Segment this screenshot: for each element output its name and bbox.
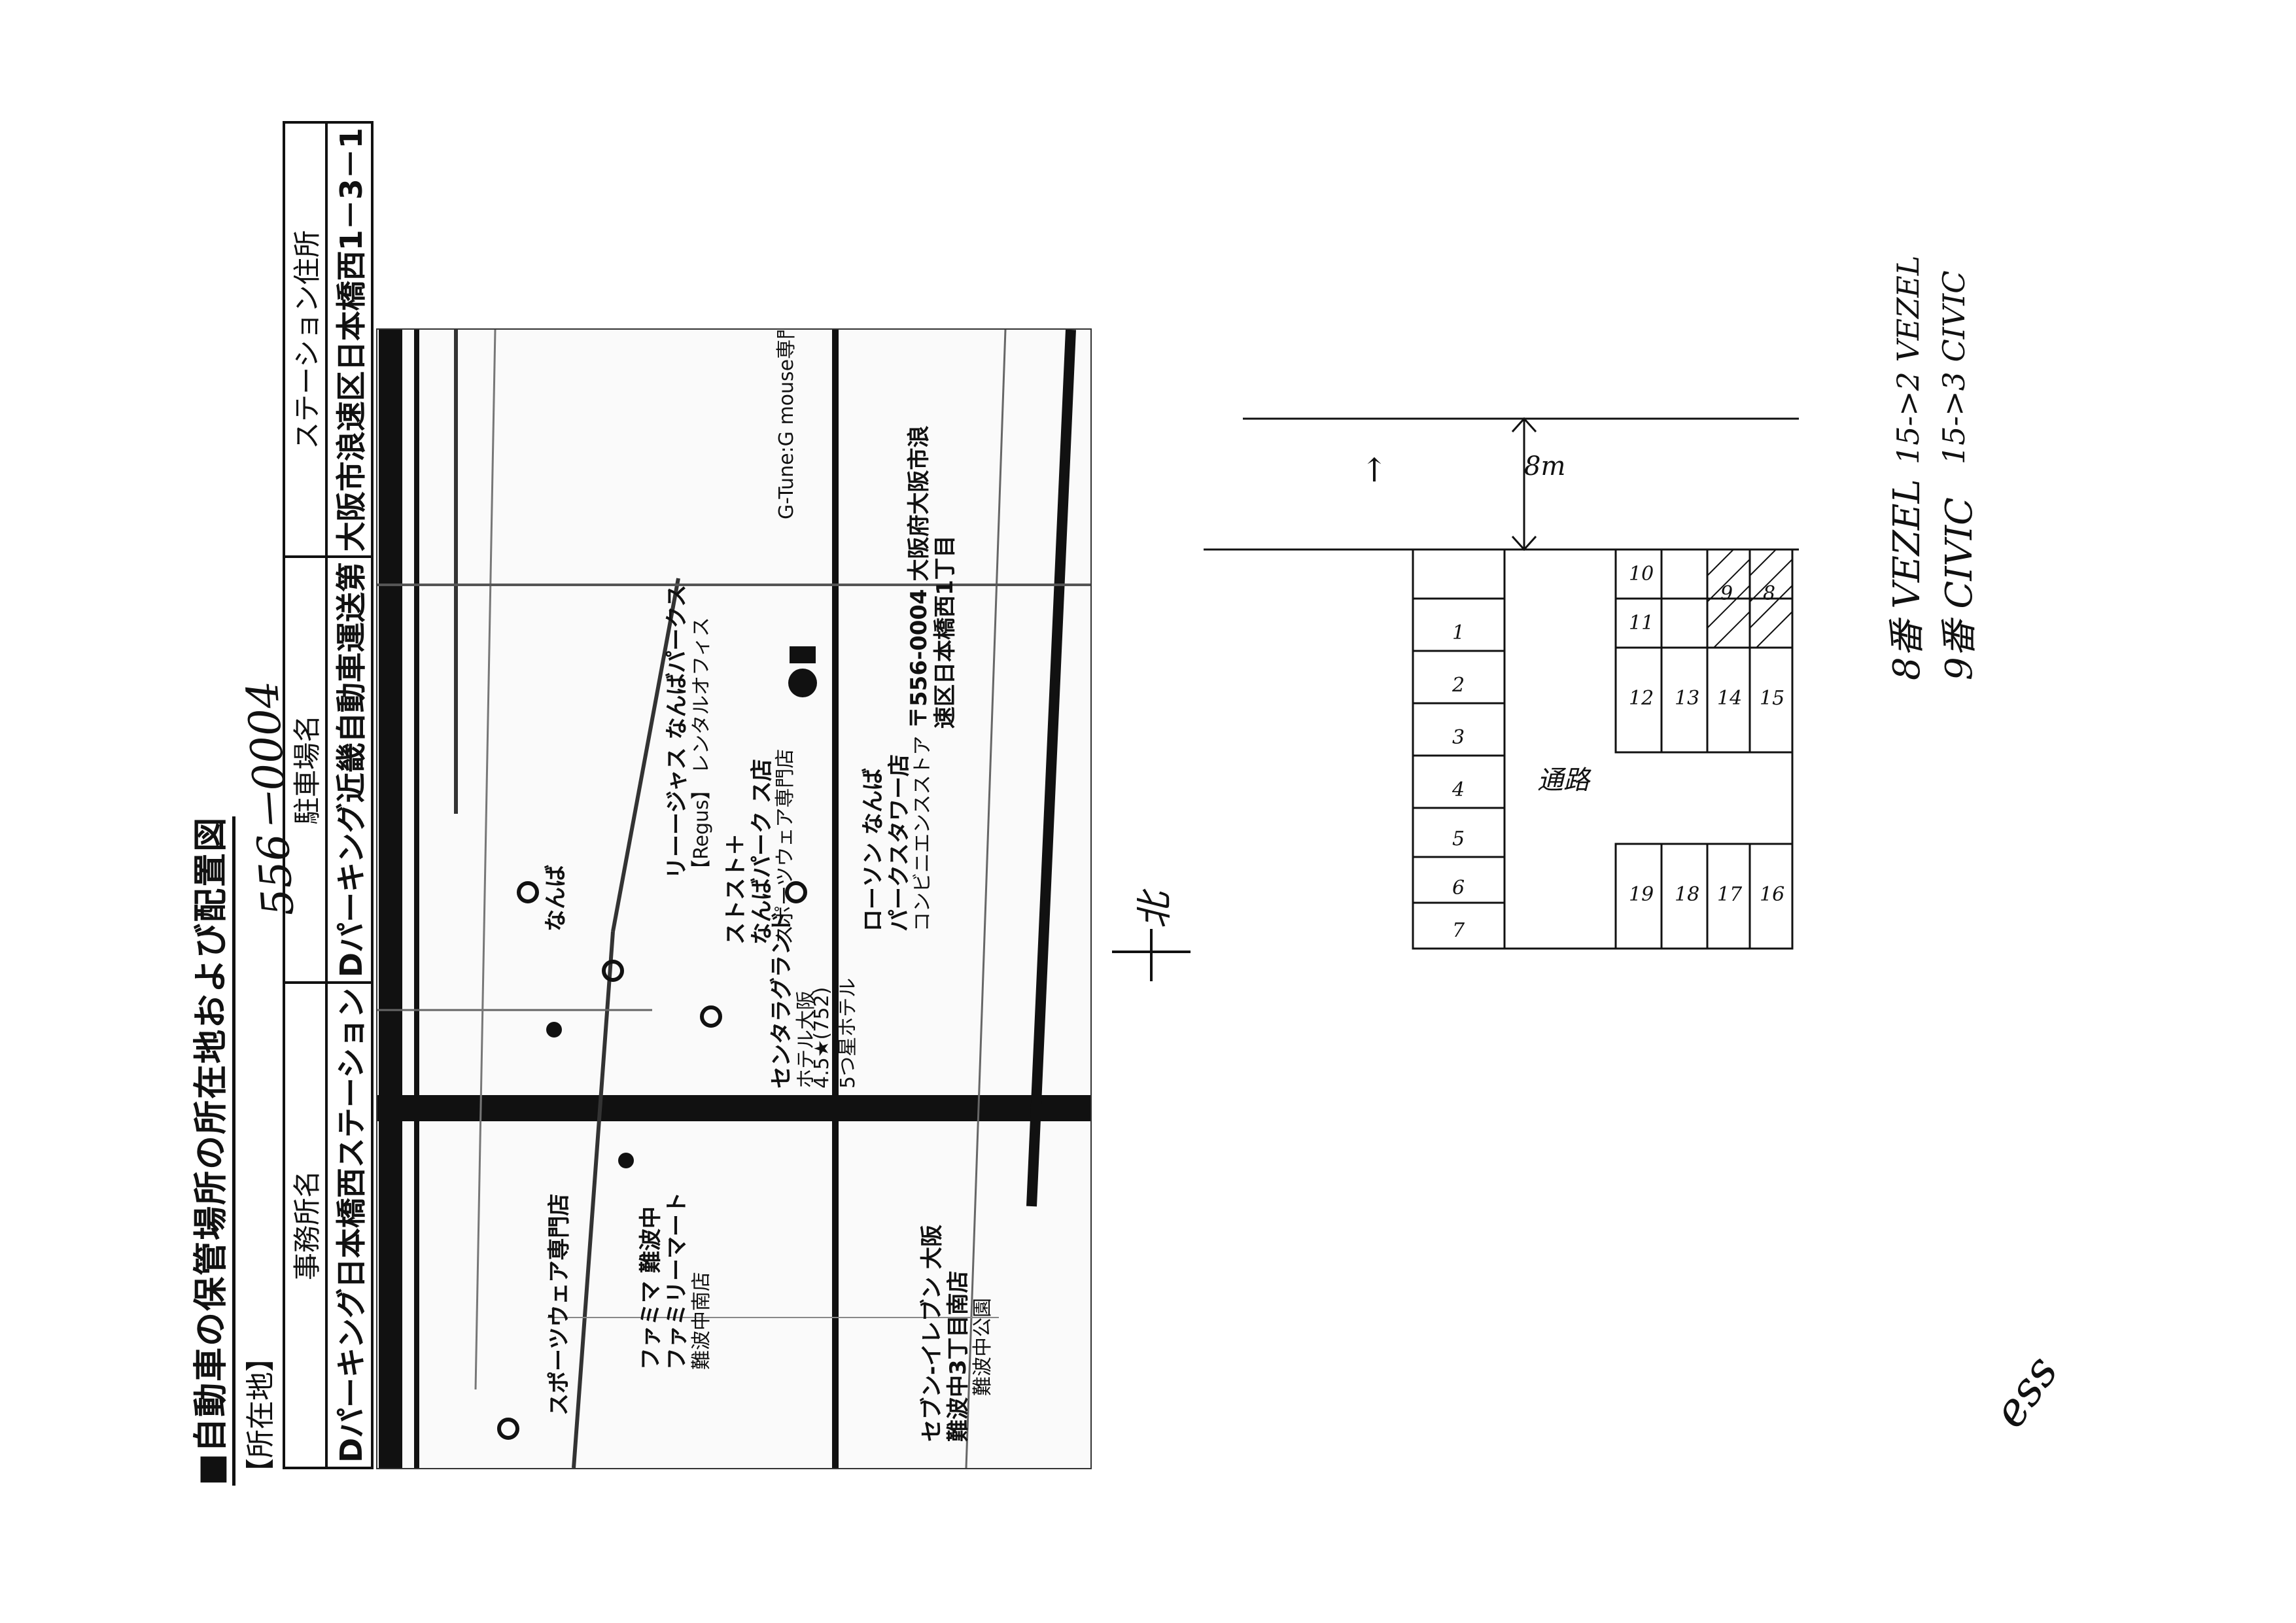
spot-18: 18 xyxy=(1675,883,1700,906)
note-civic: 9番 CIVIC xyxy=(1938,497,1981,680)
spot-4: 4 xyxy=(1452,778,1465,801)
spot-3: 3 xyxy=(1452,726,1465,749)
spot-7: 7 xyxy=(1452,919,1465,942)
note-15-to-3: 15->3 CIVIC xyxy=(1936,270,1972,464)
location-map: スポーツウェア専門店 なんば リーージャス なんばパークス 【Regus】 レン… xyxy=(376,328,1092,1469)
spot-8: 8 xyxy=(1763,582,1776,605)
spot-10: 10 xyxy=(1629,563,1654,585)
spot-6: 6 xyxy=(1452,877,1465,899)
spot-9: 9 xyxy=(1720,582,1733,605)
spot-16: 16 xyxy=(1760,883,1785,906)
spot-11: 11 xyxy=(1629,612,1654,635)
direction-arrow: ↑ xyxy=(1361,451,1388,489)
spot-12: 12 xyxy=(1629,687,1654,710)
spot-2: 2 xyxy=(1452,674,1465,697)
map-graphic xyxy=(377,330,1090,1468)
note-vezel: 8番 VEZEL xyxy=(1886,479,1928,680)
spot-5: 5 xyxy=(1452,828,1465,850)
note-15-to-2: 15->2 VEZEL xyxy=(1890,255,1926,464)
lot-center-label: 通路 xyxy=(1537,765,1590,795)
spot-15: 15 xyxy=(1760,687,1785,710)
road-width-label: 8m xyxy=(1524,451,1566,481)
spot-19: 19 xyxy=(1629,883,1654,906)
spot-13: 13 xyxy=(1675,687,1700,710)
spot-14: 14 xyxy=(1717,687,1743,710)
spot-17: 17 xyxy=(1717,883,1743,906)
north-symbol: 北 xyxy=(1134,892,1176,929)
spot-1: 1 xyxy=(1452,621,1465,644)
